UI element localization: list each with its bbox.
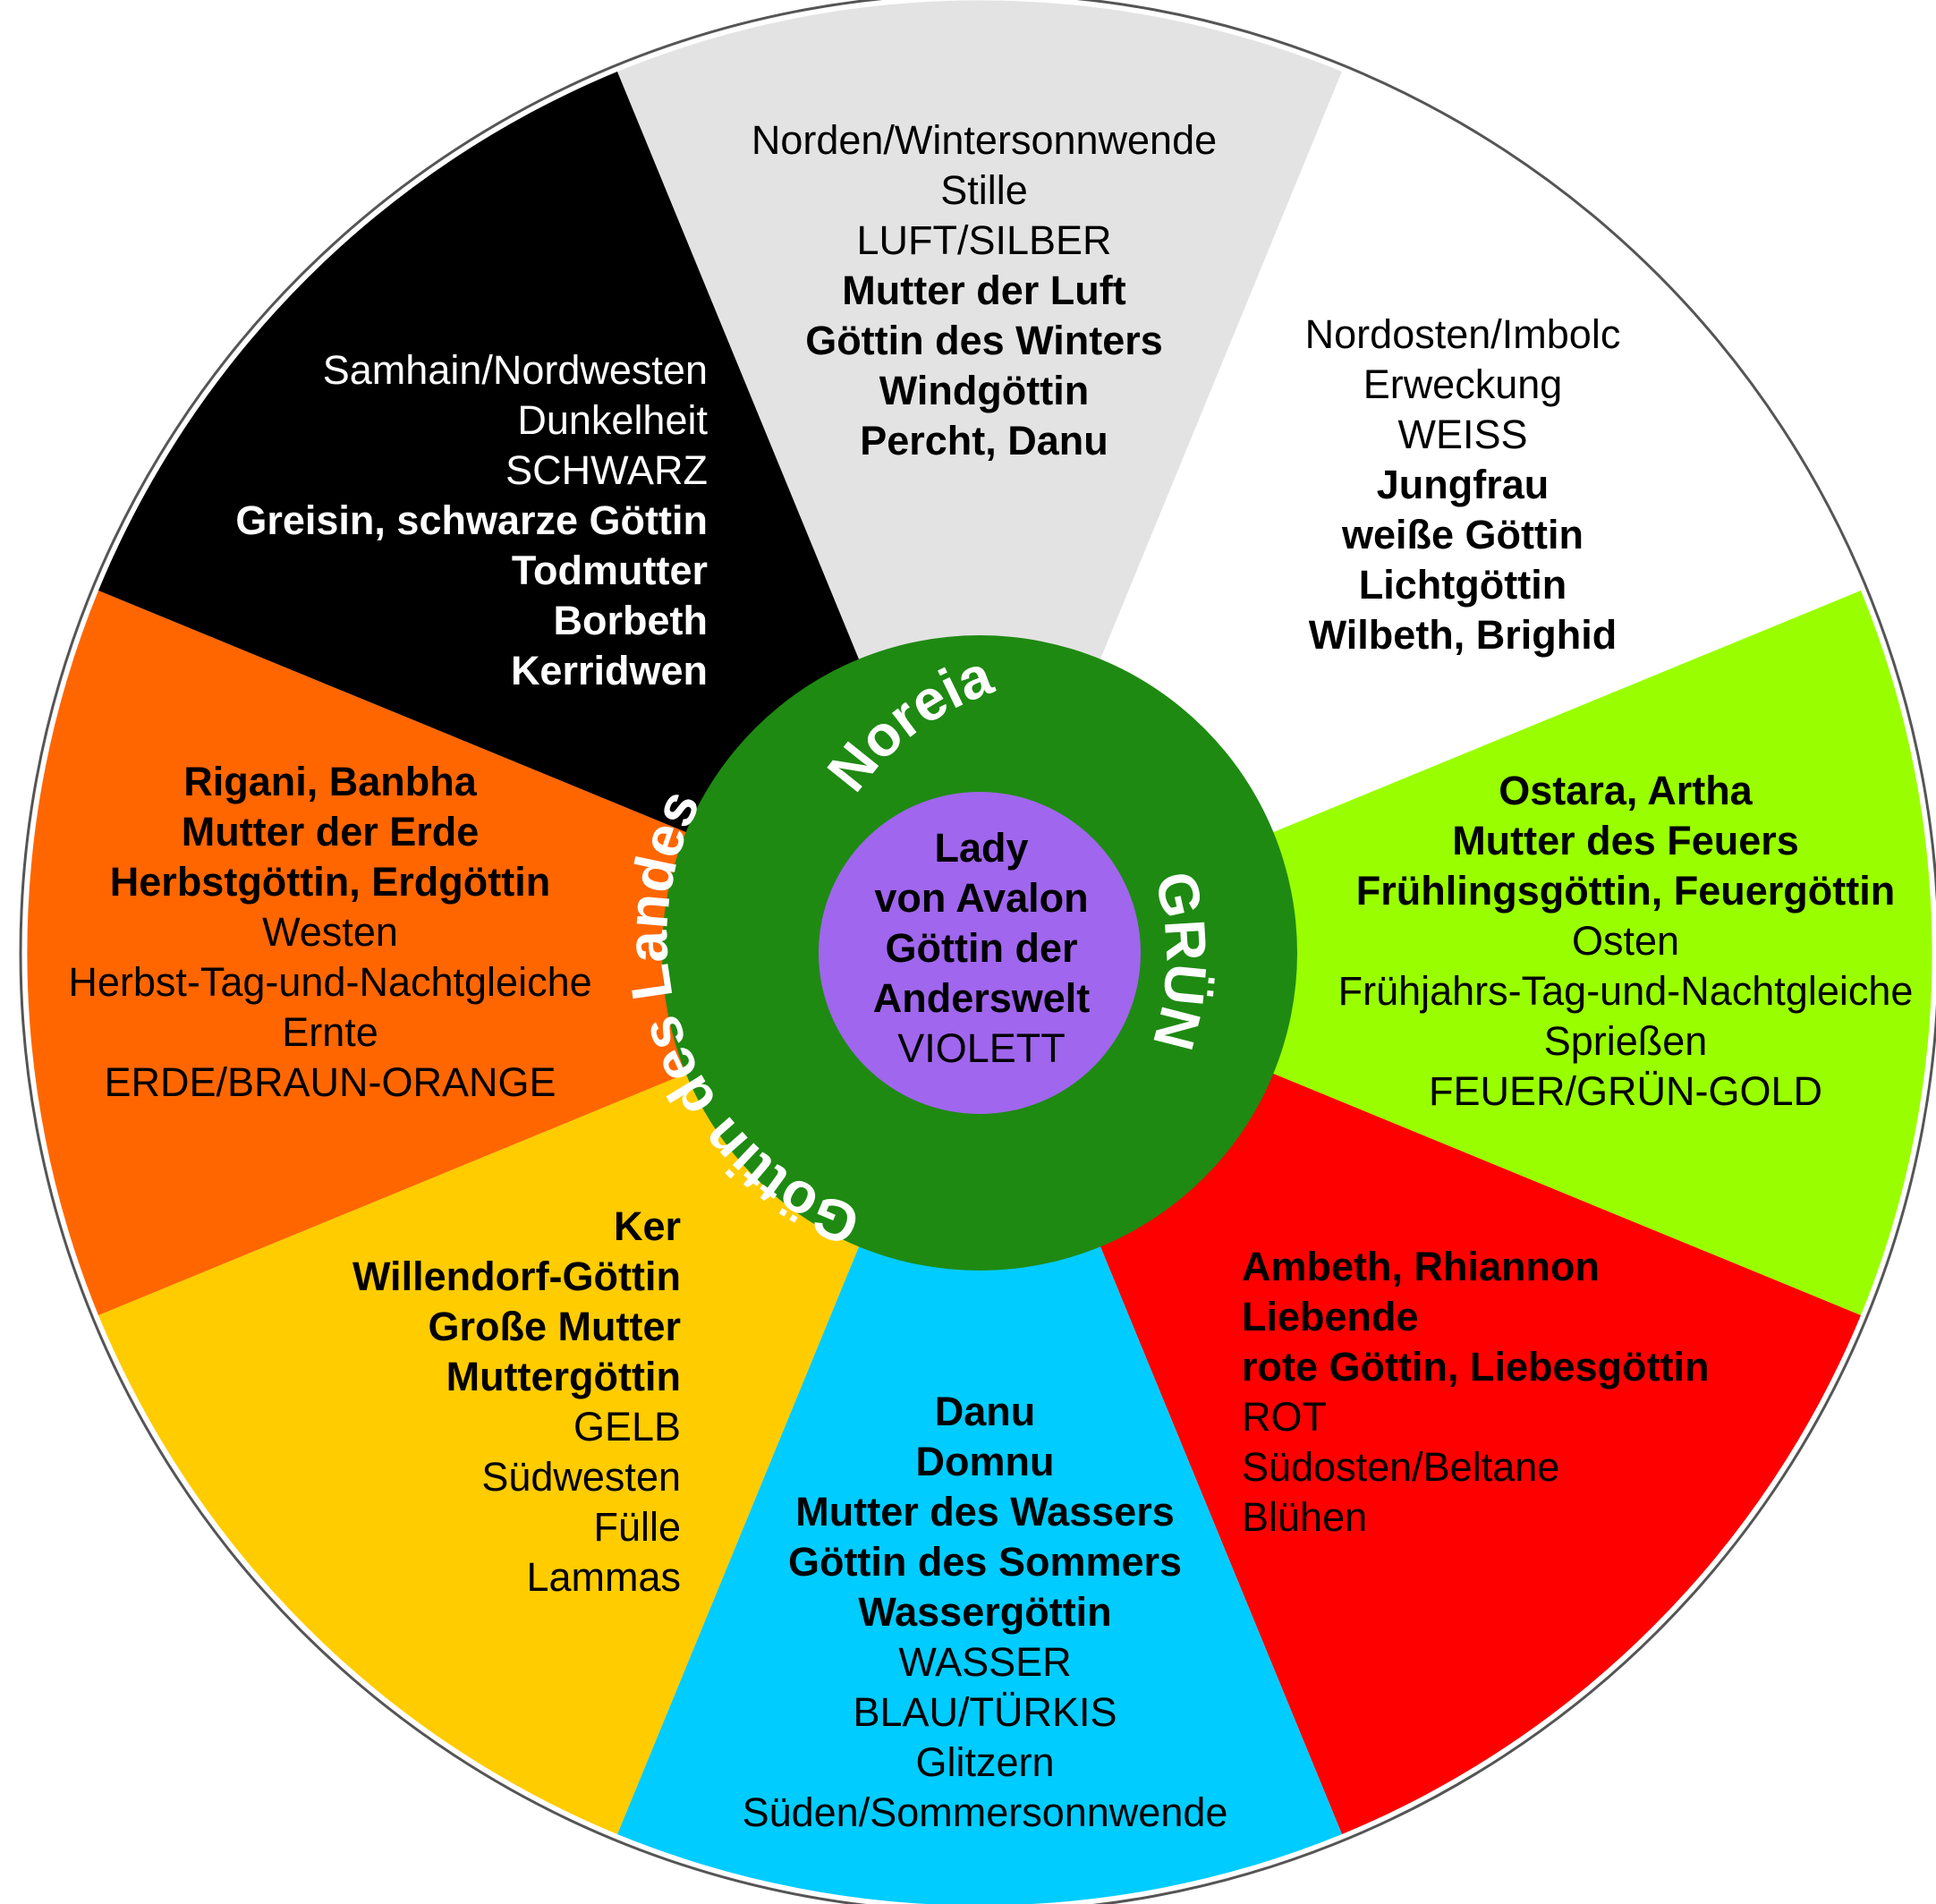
segment-text-south-line: Wassergöttin	[858, 1589, 1111, 1635]
segment-text-south-line: Domnu	[916, 1439, 1055, 1484]
segment-text-west-line: ERDE/BRAUN-ORANGE	[104, 1059, 556, 1105]
segment-text-northwest-line: Todmutter	[512, 548, 708, 593]
segment-text-west-line: Herbstgöttin, Erdgöttin	[110, 859, 550, 905]
wedge-west	[27, 591, 980, 1315]
segment-text-southwest-line: Fülle	[593, 1504, 681, 1550]
segment-text-south-line: Mutter des Wassers	[795, 1489, 1174, 1534]
segment-text-southwest-line: Ker	[614, 1203, 681, 1249]
segment-text-south-line: WASSER	[898, 1639, 1071, 1685]
segment-text-southeast-line: Südosten/Beltane	[1242, 1444, 1559, 1490]
segment-text-west-line: Herbst-Tag-und-Nachtgleiche	[68, 959, 591, 1005]
segment-text-north-line: Windgöttin	[879, 368, 1090, 413]
segment-text-north-line: Norden/Wintersonnwende	[751, 117, 1217, 163]
segment-text-southeast-line: Blühen	[1242, 1494, 1367, 1540]
center-text-line: Lady	[934, 825, 1028, 871]
segment-text-east-line: Frühlingsgöttin, Feuergöttin	[1356, 868, 1895, 914]
center-circle	[819, 792, 1141, 1114]
segment-text-east-line: Sprießen	[1544, 1018, 1708, 1064]
wedge-east	[980, 591, 1932, 1315]
segment-text-northeast-line: Lichtgöttin	[1359, 562, 1567, 608]
segment-text-north-line: Göttin des Winters	[805, 318, 1163, 363]
segment-text-northeast-line: Jungfrau	[1377, 462, 1550, 507]
segment-text-south-line: Göttin des Sommers	[788, 1539, 1182, 1585]
segment-text-south-line: Danu	[935, 1389, 1036, 1434]
segment-text-southeast-line: rote Göttin, Liebesgöttin	[1242, 1344, 1709, 1390]
segment-text-southwest-line: Südwesten	[481, 1454, 681, 1500]
segment-text-west-line: Westen	[262, 909, 398, 955]
segment-text-southwest-line: GELB	[573, 1404, 681, 1449]
segment-text-southeast-line: Ambeth, Rhiannon	[1242, 1244, 1600, 1289]
segment-text-northeast-line: WEISS	[1397, 412, 1527, 457]
segment-text-south-line: BLAU/TÜRKIS	[853, 1689, 1117, 1735]
segment-text-north-line: Stille	[940, 167, 1028, 213]
segment-text-northwest-line: Dunkelheit	[517, 397, 708, 443]
segment-text-northwest-line: Kerridwen	[511, 648, 708, 693]
wedge-north	[617, 0, 1342, 953]
segment-text-west-line: Rigani, Banbha	[183, 759, 477, 804]
segment-text-northeast-line: Erweckung	[1363, 361, 1563, 407]
segment-text-northwest-line: Borbeth	[554, 598, 709, 643]
center-text-line: Anderswelt	[873, 975, 1091, 1021]
outer-border	[19, 0, 1936, 1904]
segment-text-west-line: Ernte	[282, 1009, 378, 1055]
segment-text-east-line: Frühjahrs-Tag-und-Nachtgleiche	[1338, 968, 1914, 1014]
segment-text-northeast-line: weiße Göttin	[1341, 512, 1584, 557]
segment-text-southwest-line: Große Mutter	[428, 1304, 681, 1349]
segment-text-northeast-line: Nordosten/Imbolc	[1305, 311, 1621, 357]
center-text-line: VIOLETT	[897, 1025, 1066, 1071]
center-text-line: von Avalon	[874, 875, 1088, 921]
segment-text-southeast-line: Liebende	[1242, 1294, 1419, 1339]
segment-text-east-line: FEUER/GRÜN-GOLD	[1429, 1068, 1822, 1114]
segment-text-northwest-line: Greisin, schwarze Göttin	[235, 497, 708, 543]
segment-text-north-line: Percht, Danu	[860, 418, 1108, 463]
segment-text-north-line: Mutter der Luft	[842, 268, 1125, 313]
segment-text-north-line: LUFT/SILBER	[856, 217, 1111, 263]
wedge-south	[617, 953, 1342, 1904]
segment-text-southeast-line: ROT	[1242, 1394, 1327, 1440]
segment-text-northeast-line: Wilbeth, Brighid	[1309, 612, 1618, 658]
segment-text-northwest-line: SCHWARZ	[505, 447, 708, 493]
segment-text-east-line: Ostara, Artha	[1499, 768, 1753, 813]
segment-text-southwest-line: Lammas	[526, 1554, 681, 1600]
segment-text-south-line: Glitzern	[915, 1739, 1054, 1785]
center-text-line: Göttin der	[886, 925, 1078, 971]
segment-text-northwest-line: Samhain/Nordwesten	[323, 347, 708, 393]
segment-text-east-line: Osten	[1572, 918, 1679, 964]
segment-text-west-line: Mutter der Erde	[182, 809, 480, 854]
segment-text-southwest-line: Muttergöttin	[446, 1354, 681, 1399]
segment-text-east-line: Mutter des Feuers	[1452, 818, 1799, 863]
segment-text-southwest-line: Willendorf-Göttin	[352, 1254, 681, 1299]
segment-text-south-line: Süden/Sommersonnwende	[743, 1789, 1228, 1835]
